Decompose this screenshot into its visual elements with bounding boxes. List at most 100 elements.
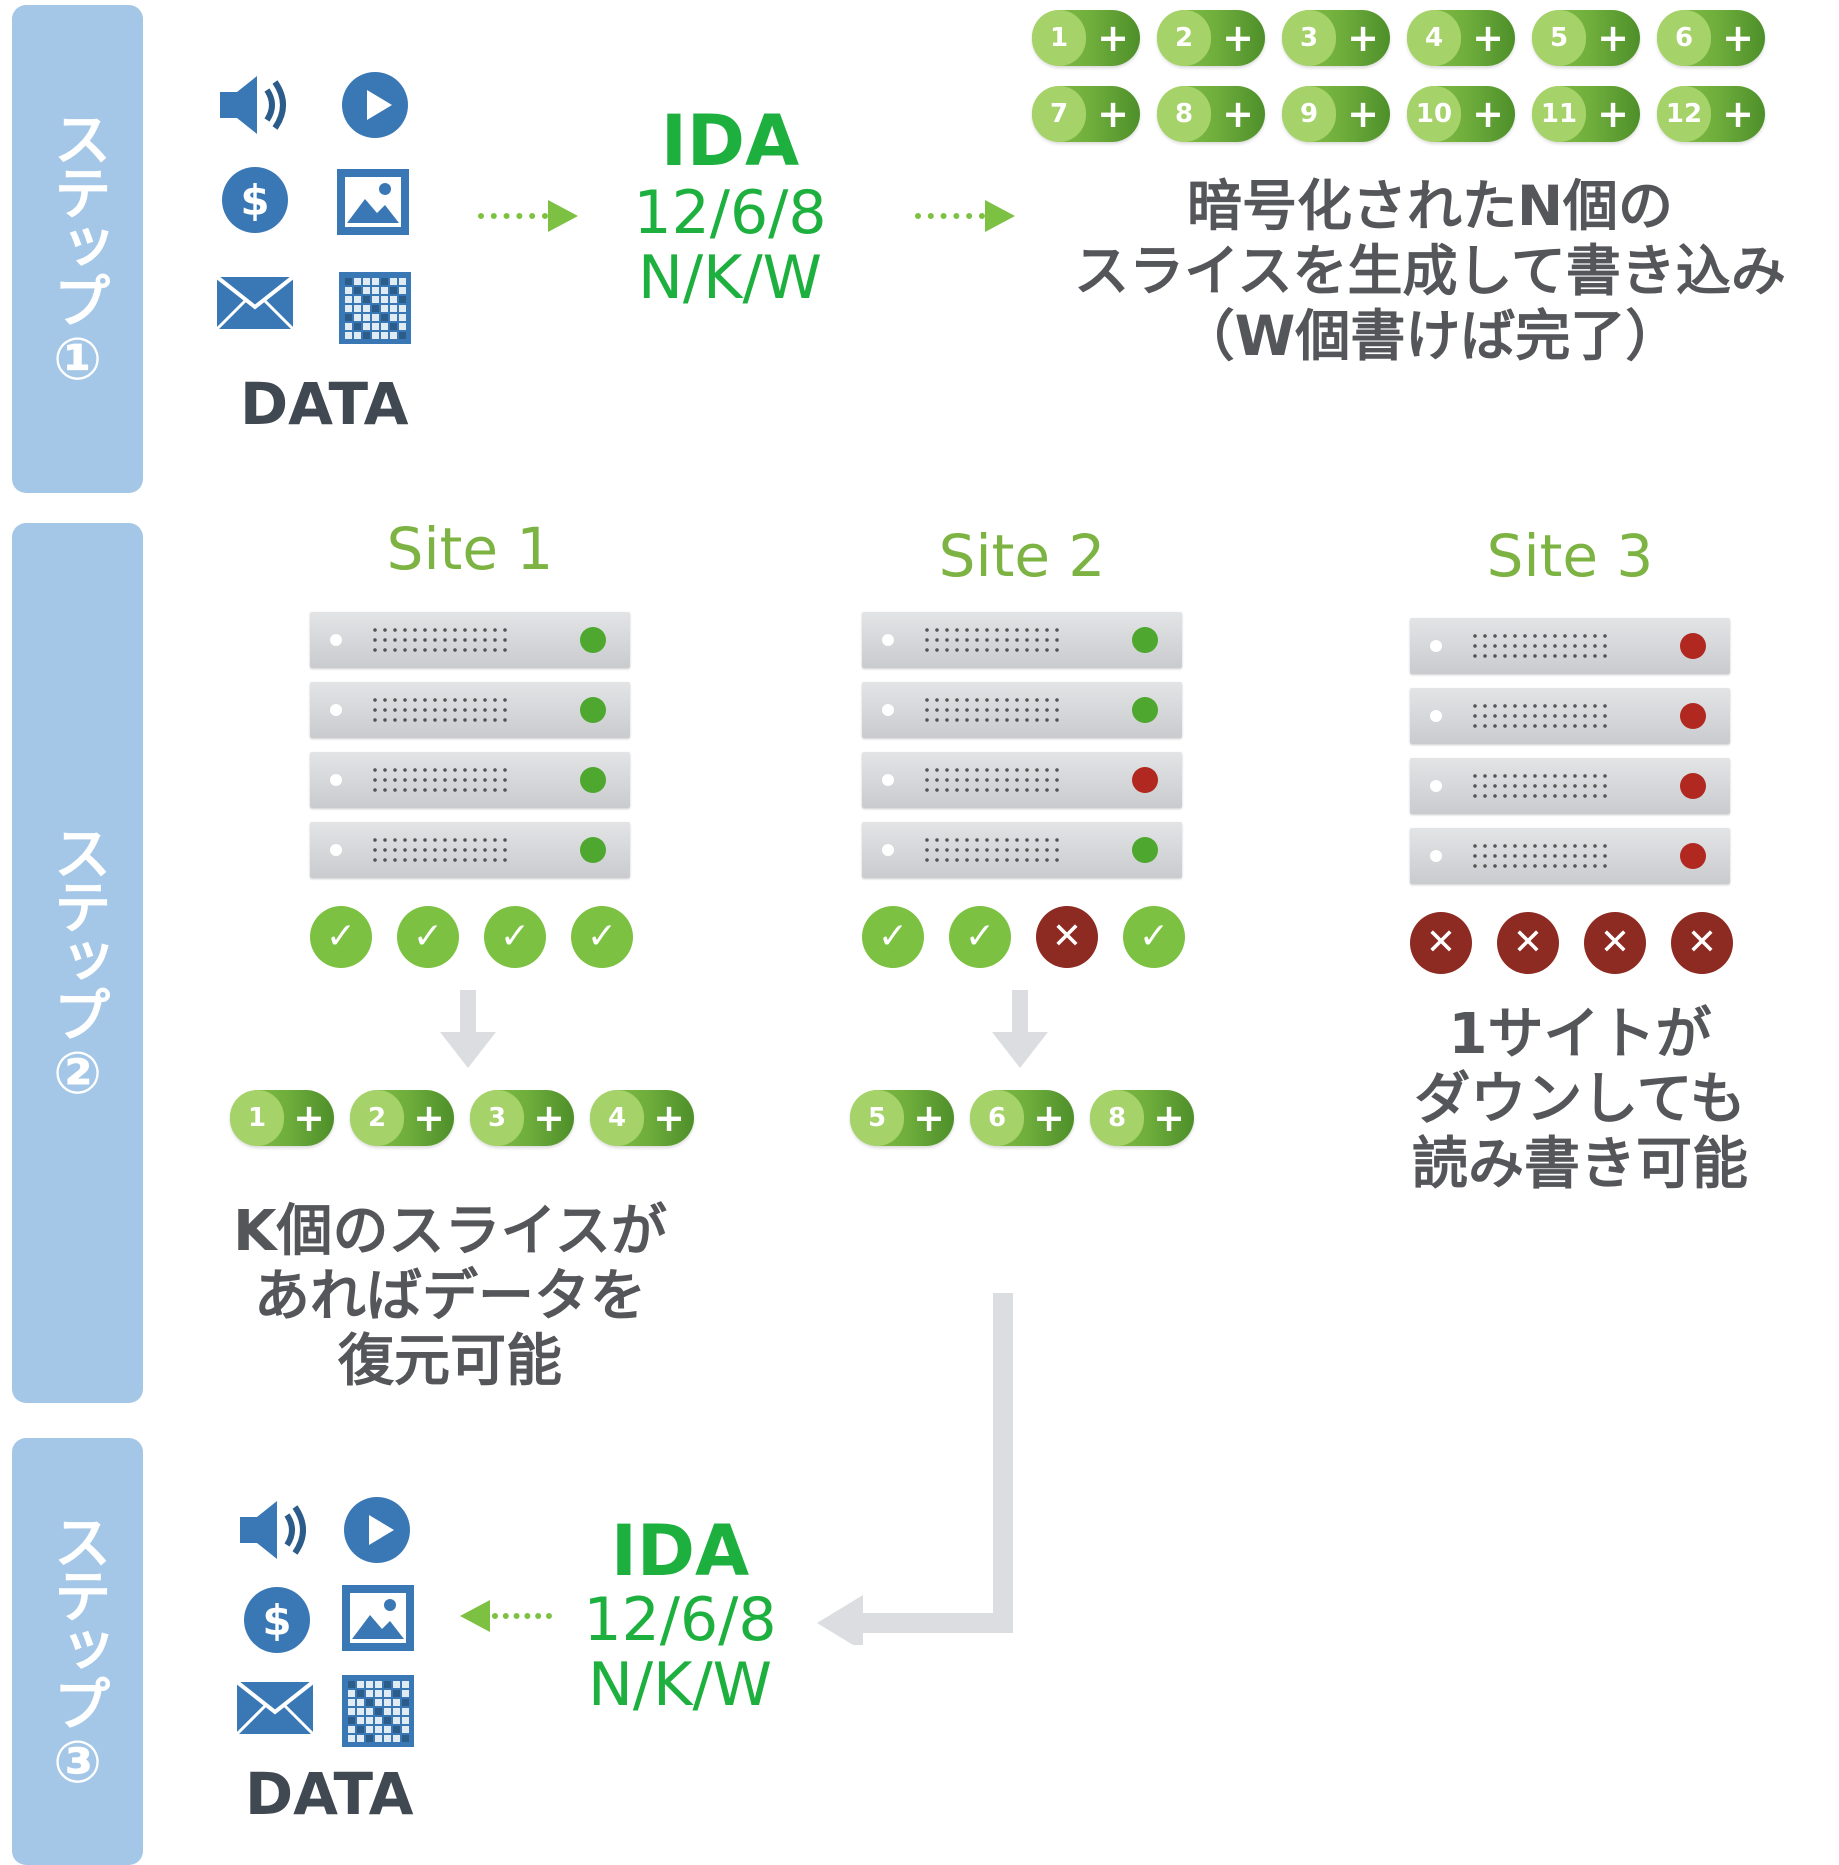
slice-pill: 6+	[1657, 10, 1765, 66]
vent-grill	[922, 835, 1062, 865]
slice-number: 8	[1090, 1090, 1144, 1146]
server-unit	[310, 682, 630, 738]
server-unit	[862, 682, 1182, 738]
slice-pill: 11+	[1532, 86, 1640, 142]
plus-icon: +	[1033, 1096, 1065, 1140]
slice-pill: 4+	[1407, 10, 1515, 66]
arrow-to-ida	[478, 213, 548, 219]
vent-grill	[1470, 631, 1610, 661]
plus-icon: +	[293, 1096, 325, 1140]
slice-number: 4	[1407, 10, 1461, 66]
k-text-3: 復元可能	[338, 1329, 562, 1394]
data-icons-step1: $	[210, 65, 430, 365]
plus-icon: +	[1347, 16, 1379, 60]
plus-icon: +	[1222, 16, 1254, 60]
check-icon: ✓	[484, 906, 546, 968]
status-led	[1132, 837, 1158, 863]
ida-nkw-step1: N/K/W	[638, 243, 822, 313]
status-led	[1680, 773, 1706, 799]
arrow-head-left-icon	[460, 1600, 490, 1632]
data-label-step3: DATA	[245, 1760, 414, 1828]
ida-nums-step3: 12/6/8	[583, 1585, 777, 1655]
data-icons-step3: $	[230, 1490, 430, 1760]
vent-grill	[370, 835, 510, 865]
ida-title-step1: IDA	[660, 100, 800, 182]
slice-pill: 3+	[1282, 10, 1390, 66]
step-2-bar: ステップ②	[12, 523, 143, 1403]
ida-nkw-step3: N/K/W	[588, 1650, 772, 1720]
site-title: Site 3	[1486, 522, 1654, 590]
grid-icon	[340, 1673, 416, 1753]
down-text-1: 1サイトが	[1448, 1002, 1712, 1067]
play-icon	[340, 70, 410, 144]
check-icon: ✓	[862, 906, 924, 968]
power-dot	[882, 704, 894, 716]
power-dot	[1430, 850, 1442, 862]
power-dot	[330, 704, 342, 716]
slice-number: 12	[1657, 86, 1711, 142]
status-led	[580, 767, 606, 793]
cross-icon: ✕	[1671, 912, 1733, 974]
check-icon: ✓	[571, 906, 633, 968]
svg-text:$: $	[240, 176, 269, 225]
status-led	[1132, 697, 1158, 723]
vent-grill	[1470, 771, 1610, 801]
grid-icon	[337, 270, 413, 350]
server-unit	[862, 752, 1182, 808]
plus-icon: +	[1153, 1096, 1185, 1140]
power-dot	[1430, 710, 1442, 722]
plus-icon: +	[1097, 92, 1129, 136]
image-icon	[340, 1583, 416, 1657]
arrow-to-slices	[915, 213, 985, 219]
slice-number: 1	[230, 1090, 284, 1146]
status-led	[580, 627, 606, 653]
vent-grill	[370, 625, 510, 655]
k-text-2: あればデータを	[254, 1264, 646, 1329]
plus-icon: +	[1597, 16, 1629, 60]
server-unit	[310, 822, 630, 878]
plus-icon: +	[1222, 92, 1254, 136]
image-icon	[335, 167, 411, 241]
svg-text:$: $	[262, 1596, 291, 1645]
slice-number: 6	[970, 1090, 1024, 1146]
slice-number: 8	[1157, 86, 1211, 142]
vent-grill	[922, 625, 1062, 655]
cross-icon: ✕	[1410, 912, 1472, 974]
slice-pill: 1+	[230, 1090, 334, 1146]
dollar-icon: $	[242, 1585, 312, 1659]
slice-number: 11	[1532, 86, 1586, 142]
vent-grill	[1470, 841, 1610, 871]
slice-number: 5	[850, 1090, 904, 1146]
power-dot	[882, 774, 894, 786]
slice-number: 9	[1282, 86, 1336, 142]
plus-icon: +	[1597, 92, 1629, 136]
power-dot	[882, 844, 894, 856]
check-icon: ✓	[1123, 906, 1185, 968]
slice-pill: 5+	[850, 1090, 954, 1146]
dollar-icon: $	[220, 165, 290, 239]
site-title: Site 1	[386, 515, 554, 583]
step-3-label: ステップ③	[43, 1511, 112, 1792]
server-unit	[1410, 758, 1730, 814]
plus-icon: +	[1347, 92, 1379, 136]
slice-pill: 4+	[590, 1090, 694, 1146]
down-arrow-icon	[990, 990, 1050, 1074]
server-unit	[1410, 688, 1730, 744]
plus-icon: +	[653, 1096, 685, 1140]
slice-number: 1	[1032, 10, 1086, 66]
slice-pill: 6+	[970, 1090, 1074, 1146]
plus-icon: +	[1722, 16, 1754, 60]
vent-grill	[370, 695, 510, 725]
slice-number: 2	[350, 1090, 404, 1146]
slice-pill: 12+	[1657, 86, 1765, 142]
down-arrow-icon	[438, 990, 498, 1074]
step-1-label: ステップ①	[43, 109, 112, 389]
cross-icon: ✕	[1584, 912, 1646, 974]
cross-icon: ✕	[1497, 912, 1559, 974]
speaker-icon	[215, 70, 295, 144]
speaker-icon	[235, 1495, 315, 1569]
slice-pill: 2+	[350, 1090, 454, 1146]
power-dot	[882, 634, 894, 646]
step-3-bar: ステップ③	[12, 1438, 143, 1865]
vent-grill	[370, 765, 510, 795]
